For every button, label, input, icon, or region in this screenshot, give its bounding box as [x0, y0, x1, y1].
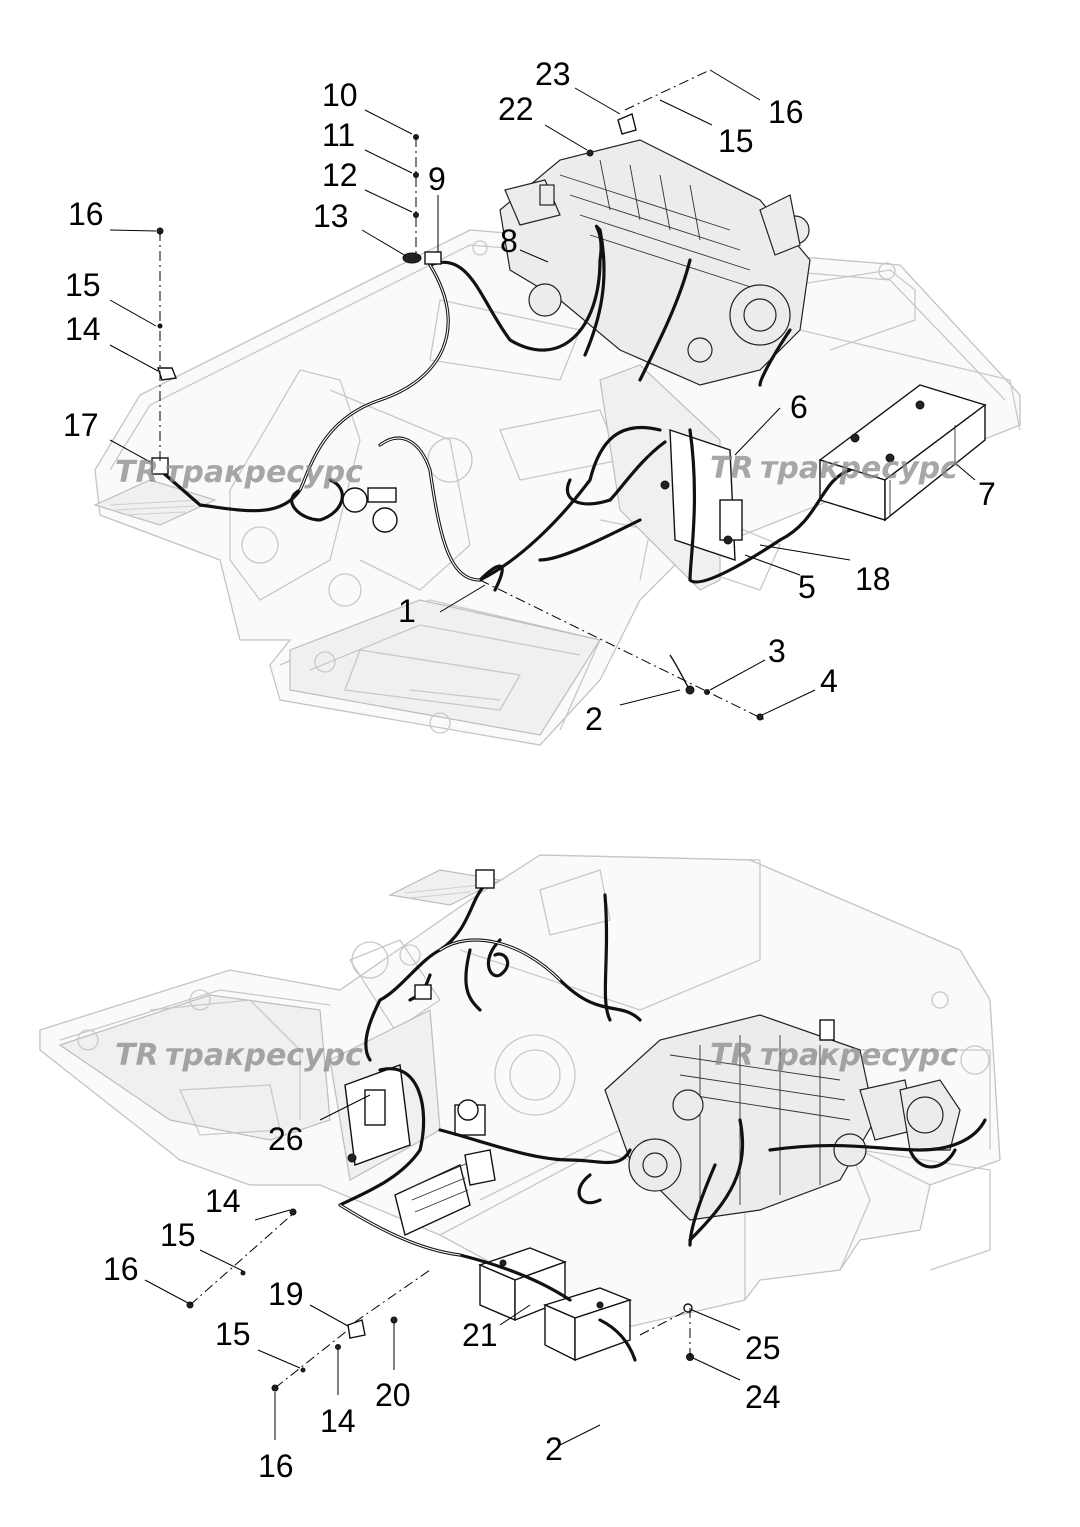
leader-lines-top — [109, 69, 976, 716]
callout-2: 2 — [585, 701, 603, 737]
callout-1: 1 — [398, 593, 416, 629]
callout-16: 16 — [68, 196, 104, 232]
small-parts-bottom — [186, 869, 694, 1392]
callout-15: 15 — [65, 267, 101, 303]
callout-16: 16 — [258, 1448, 294, 1484]
callout-18: 18 — [855, 561, 891, 597]
callout-14: 14 — [205, 1183, 241, 1219]
callout-2: 2 — [545, 1431, 563, 1467]
callouts-top: 1 2 3 4 5 6 7 8 9 10 11 12 13 14 15 16 1… — [63, 56, 996, 737]
callout-24: 24 — [745, 1379, 781, 1415]
watermark-top-left: TR тракресурс — [115, 455, 363, 490]
callout-19: 19 — [268, 1276, 304, 1312]
top-assembly: TR тракресурс TR тракресурс 1 2 3 4 5 6 … — [63, 56, 1021, 746]
callout-21: 21 — [462, 1317, 498, 1353]
callout-13: 13 — [313, 198, 349, 234]
callouts-bottom: 2 14 14 15 15 16 16 19 20 21 24 25 26 — [103, 1121, 781, 1484]
fuse-block-bottom — [394, 1099, 496, 1236]
callout-7: 7 — [978, 476, 996, 512]
callout-8: 8 — [500, 223, 518, 259]
callout-15: 15 — [160, 1217, 196, 1253]
wiring-harness-top — [158, 224, 852, 592]
bottom-assembly: TR тракресурс TR тракресурс 2 14 14 15 1… — [39, 854, 1001, 1484]
callout-4: 4 — [820, 663, 838, 699]
leader-lines-bottom — [144, 1094, 741, 1446]
watermark-bottom-left: TR тракресурс — [115, 1038, 363, 1073]
callout-22: 22 — [498, 91, 534, 127]
callout-25: 25 — [745, 1330, 781, 1366]
callout-26: 26 — [268, 1121, 304, 1157]
callout-3: 3 — [768, 633, 786, 669]
callout-16: 16 — [768, 94, 804, 130]
callout-23: 23 — [535, 56, 571, 92]
watermark-bottom-right: TR тракресурс — [710, 1038, 958, 1073]
callout-12: 12 — [322, 157, 358, 193]
watermark-logo: TR — [115, 1038, 159, 1073]
watermark-text: тракресурс — [760, 1038, 958, 1073]
callout-16: 16 — [103, 1251, 139, 1287]
callout-15: 15 — [718, 123, 754, 159]
engine-top — [499, 139, 811, 386]
callout-6: 6 — [790, 389, 808, 425]
exploded-lines-bottom — [189, 1211, 691, 1389]
wiring-harness-bottom — [338, 883, 987, 1362]
watermark-text: тракресурс — [165, 455, 363, 490]
watermark-logo: TR — [115, 455, 159, 490]
callout-10: 10 — [322, 77, 358, 113]
watermark-logo: TR — [710, 1038, 754, 1073]
callout-20: 20 — [375, 1377, 411, 1413]
watermark-top-right: TR тракресурс — [710, 451, 958, 486]
callout-14: 14 — [65, 311, 101, 347]
battery-box-top — [818, 384, 987, 522]
watermark-text: тракресурс — [760, 451, 958, 486]
watermark-text: тракресурс — [165, 1038, 363, 1073]
callout-17: 17 — [63, 407, 99, 443]
callout-15: 15 — [215, 1316, 251, 1352]
exploded-lines-top — [159, 69, 766, 721]
watermark-logo: TR — [710, 451, 754, 486]
engine-bottom — [604, 1014, 961, 1221]
step-grip-top — [109, 499, 201, 516]
step-grip-bottom — [404, 884, 481, 899]
callout-9: 9 — [428, 161, 446, 197]
callout-11: 11 — [322, 117, 355, 153]
batteries-bottom — [478, 1247, 633, 1362]
callout-14: 14 — [320, 1403, 356, 1439]
callout-5: 5 — [798, 569, 816, 605]
relay-panel-top — [599, 364, 743, 591]
